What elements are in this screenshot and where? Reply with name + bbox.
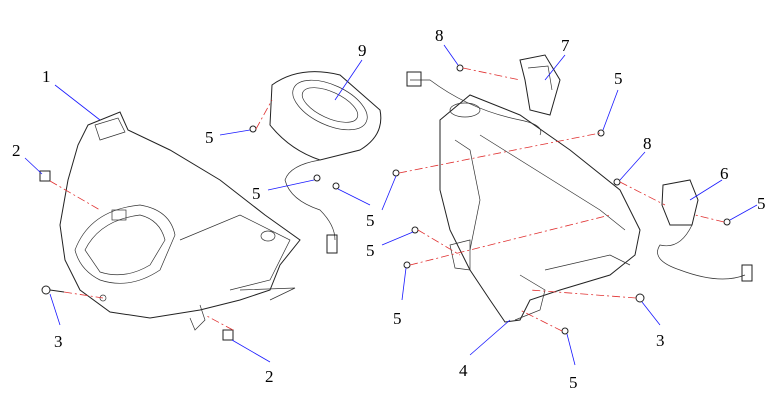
callout-3: 3 xyxy=(54,332,63,351)
callout-5: 5 xyxy=(569,373,578,392)
clip-nut-upper xyxy=(39,170,51,182)
callout-2: 2 xyxy=(12,141,21,160)
callout-7: 7 xyxy=(561,36,570,55)
callout-3: 3 xyxy=(656,331,665,350)
callout-4: 4 xyxy=(459,361,468,380)
callout-5: 5 xyxy=(393,309,402,328)
callout-5: 5 xyxy=(614,69,623,88)
callout-9: 9 xyxy=(358,41,367,60)
callout-6: 6 xyxy=(720,164,729,183)
clip-nut-lower xyxy=(222,329,234,341)
centerlines xyxy=(49,67,725,332)
callout-5: 5 xyxy=(366,211,375,230)
callout-5: 5 xyxy=(252,184,261,203)
screws xyxy=(249,64,731,335)
callout-8: 8 xyxy=(435,26,444,45)
switch-7 xyxy=(519,54,561,116)
callout-5: 5 xyxy=(366,241,375,260)
callout-8: 8 xyxy=(643,134,652,153)
screw-3-left xyxy=(41,285,65,295)
speedometer-assembly xyxy=(269,71,382,254)
front-handlebar-cover xyxy=(59,111,301,331)
callout-5: 5 xyxy=(757,194,766,213)
rear-handlebar-cover xyxy=(406,71,641,323)
switch-6 xyxy=(657,179,753,282)
leader-lines xyxy=(24,44,758,366)
callout-5: 5 xyxy=(205,128,214,147)
callout-1: 1 xyxy=(42,67,51,86)
callout-2: 2 xyxy=(265,367,274,386)
